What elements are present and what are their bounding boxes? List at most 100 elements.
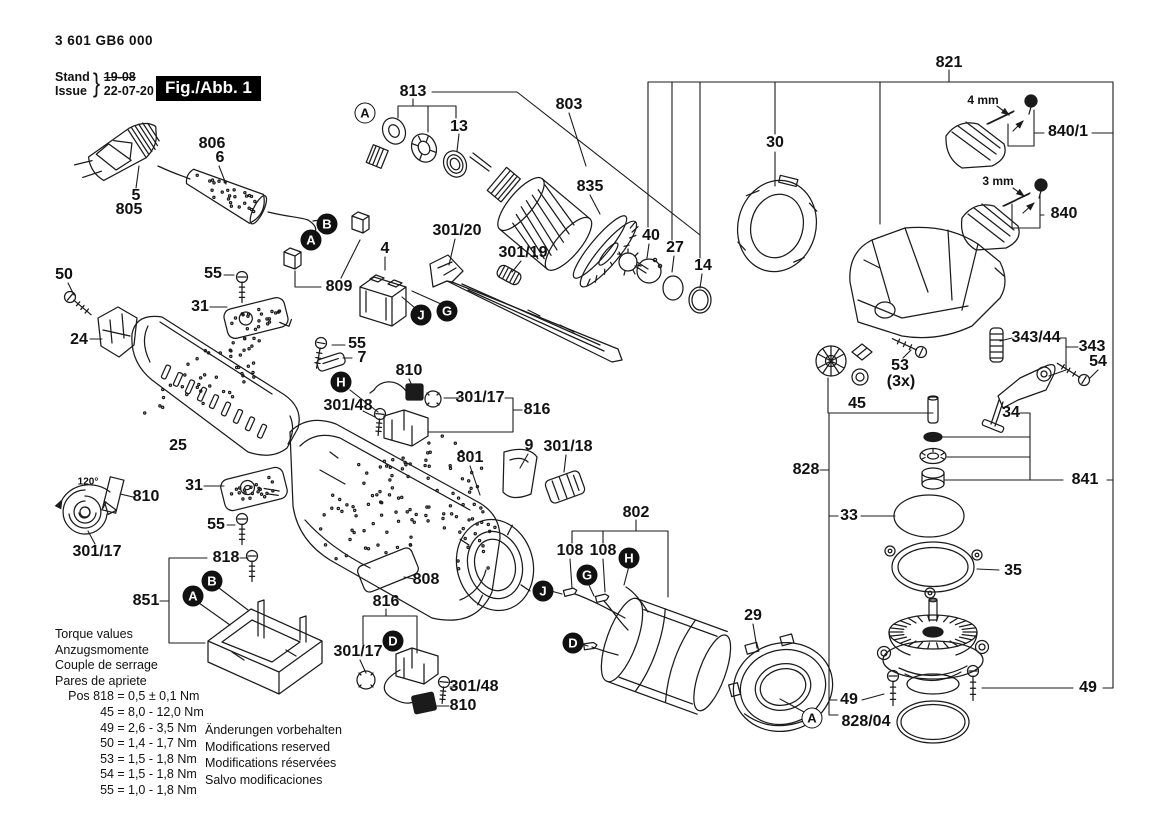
connector-marker-a: A bbox=[182, 585, 204, 607]
torque-cell: = bbox=[117, 782, 125, 797]
part-label: 4 bbox=[380, 240, 390, 257]
part-label: 301/20 bbox=[432, 222, 482, 239]
revision-brace: } bbox=[92, 68, 100, 98]
torque-cell: = bbox=[117, 767, 125, 782]
part-label: 841 bbox=[1071, 471, 1099, 488]
part-label: 828 bbox=[792, 461, 820, 478]
torque-table-title-line: Anzugsmomente bbox=[55, 642, 149, 657]
torque-cell: 54 bbox=[100, 767, 114, 782]
document-part-number: 3 601 GB6 000 bbox=[55, 33, 154, 48]
bearing-set-drawing bbox=[366, 114, 470, 181]
part-label: 7 bbox=[357, 349, 367, 366]
part-label: 301/17 bbox=[333, 643, 383, 660]
part-label: 809 bbox=[325, 278, 353, 295]
revision-block: Stand Issue } 19-08 22-07-20 bbox=[55, 68, 154, 99]
part-label: 30 bbox=[766, 134, 784, 151]
torque-cell: 53 bbox=[100, 751, 114, 766]
torque-table-title-line: Pares de apriete bbox=[55, 673, 147, 688]
part-label: 120° bbox=[77, 476, 99, 488]
connector-marker-g: G bbox=[436, 300, 458, 322]
part-label: 40 bbox=[642, 227, 660, 244]
nameplate-808-drawing bbox=[356, 546, 420, 594]
part-label: 821 bbox=[935, 54, 963, 71]
part-label: 301/17 bbox=[455, 389, 505, 406]
connector-marker-a: A bbox=[354, 102, 376, 124]
gear-housing-drawing bbox=[850, 227, 1005, 337]
connector-marker-d: D bbox=[562, 632, 584, 654]
part-label: 835 bbox=[576, 178, 604, 195]
grip-shell-25-drawing bbox=[132, 316, 299, 455]
connector-marker-b: B bbox=[316, 213, 338, 235]
torque-table-row: 53=1,5 - 1,8 Nm bbox=[55, 752, 204, 768]
part-label: 6 bbox=[215, 149, 225, 166]
part-label: 805 bbox=[115, 201, 143, 218]
cover-plate-31-top-drawing bbox=[222, 295, 293, 341]
part-label: 55 bbox=[348, 335, 366, 352]
connector-marker-d: D bbox=[382, 630, 404, 652]
part-label: 25 bbox=[169, 437, 187, 454]
part-label: 810 bbox=[132, 488, 160, 505]
part-label: 301/18 bbox=[543, 438, 593, 455]
figure-label: Fig./Abb. 1 bbox=[156, 76, 261, 101]
part-label: 108 bbox=[556, 542, 584, 559]
screws-drawing bbox=[65, 272, 1090, 706]
part-label: 14 bbox=[694, 257, 712, 274]
part-label: 801 bbox=[456, 449, 484, 466]
part-label: 301/48 bbox=[323, 397, 373, 414]
torque-cell: = bbox=[117, 751, 125, 766]
part-label: 802 bbox=[622, 504, 650, 521]
torque-cell: 1,4 - 1,7 Nm bbox=[128, 736, 197, 751]
torque-cell: 1,5 - 1,8 Nm bbox=[128, 751, 197, 766]
part-label: 301/17 bbox=[72, 543, 122, 560]
air-deflector-drawing bbox=[728, 168, 827, 280]
base-plate-851-drawing bbox=[208, 600, 322, 694]
connector-marker-h: H bbox=[618, 547, 640, 569]
issue-value: 22-07-20 bbox=[103, 83, 154, 98]
part-label: 4 mm bbox=[967, 93, 999, 107]
connector-marker-g: G bbox=[576, 564, 598, 586]
torque-table-row: Pos 818=0,5 ± 0,1 Nm bbox=[55, 689, 204, 705]
connector-marker-j: J bbox=[532, 580, 554, 602]
issue-label: Issue bbox=[55, 83, 87, 98]
torque-cell: 50 bbox=[100, 736, 114, 751]
brush-group-lower-drawing bbox=[357, 648, 438, 714]
part-label: 301/48 bbox=[449, 678, 499, 695]
connector-marker-j: J bbox=[410, 304, 432, 326]
shaft-rings-drawing bbox=[637, 258, 711, 313]
modifications-note-line: Salvo modificaciones bbox=[205, 772, 323, 787]
part-label: 24 bbox=[70, 331, 88, 348]
spindle-lock-drawing bbox=[982, 328, 1055, 433]
part-label: 813 bbox=[399, 83, 427, 100]
plate-301-18-drawing bbox=[544, 470, 586, 505]
part-label: 818 bbox=[212, 549, 240, 566]
leader-lines bbox=[68, 70, 1113, 715]
part-label: 49 bbox=[840, 691, 858, 708]
bevel-gear-45-drawing bbox=[816, 344, 872, 385]
slide-bar-drawing bbox=[430, 255, 622, 362]
part-label: 108 bbox=[589, 542, 617, 559]
part-label: 54 bbox=[1089, 353, 1107, 370]
spiral-spring-drawing bbox=[54, 477, 124, 534]
part-label: 810 bbox=[449, 697, 477, 714]
part-label: 803 bbox=[555, 96, 583, 113]
part-label: 810 bbox=[395, 362, 423, 379]
connector-marker-b: B bbox=[201, 570, 223, 592]
torque-table-row: 49=2,6 - 3,5 Nm bbox=[55, 721, 204, 737]
part-label: 301/19 bbox=[498, 244, 548, 261]
torque-cell: 0,5 ± 0,1 Nm bbox=[128, 689, 200, 704]
spindle-column-drawing bbox=[878, 396, 989, 743]
torque-table-row: 54=1,5 - 1,8 Nm bbox=[55, 767, 204, 783]
torque-cell: = bbox=[117, 689, 125, 704]
center-lines bbox=[318, 168, 948, 710]
connector-marker-h: H bbox=[330, 371, 352, 393]
torque-cell: 8,0 - 12,0 Nm bbox=[128, 704, 204, 719]
part-label: 31 bbox=[185, 477, 203, 494]
part-label: 3 mm bbox=[982, 174, 1014, 188]
part-label: 816 bbox=[372, 593, 400, 610]
part-label: 29 bbox=[744, 607, 762, 624]
cover-plate-31-bottom-drawing bbox=[219, 466, 289, 513]
torque-cell: 1,5 - 1,8 Nm bbox=[128, 767, 197, 782]
armature-drawing bbox=[470, 153, 648, 293]
part-label: 5 bbox=[131, 187, 141, 204]
